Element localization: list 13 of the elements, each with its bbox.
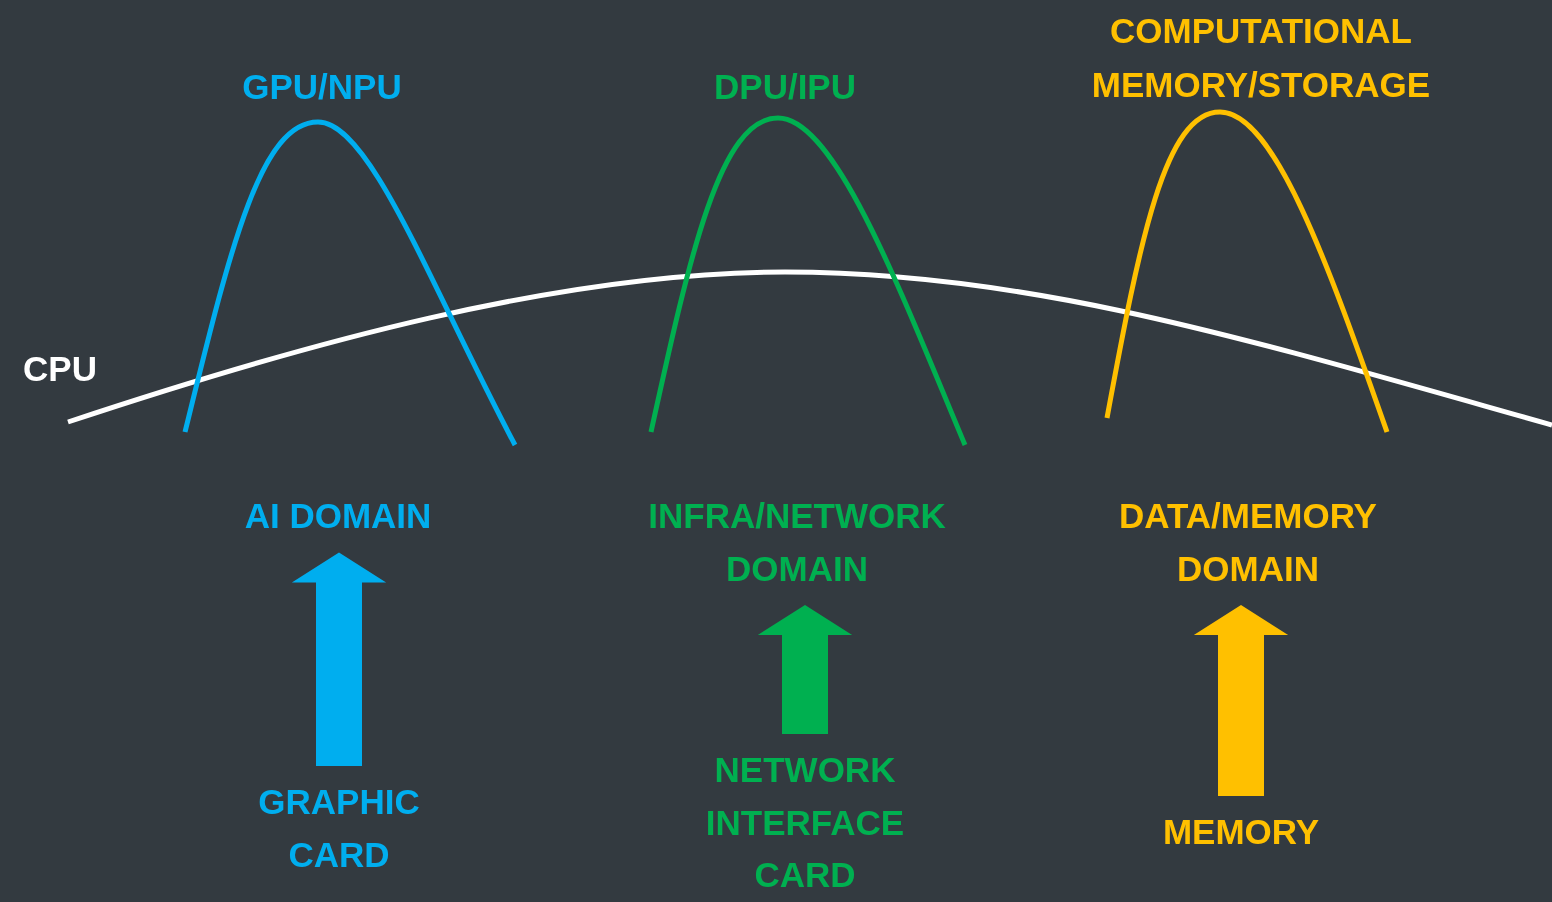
domain-label: GRAPHIC CARD — [258, 782, 420, 874]
block-arrow — [291, 552, 387, 766]
curve-label: GPU/NPU — [242, 67, 402, 106]
block-arrow — [757, 605, 853, 734]
block-arrow — [1193, 605, 1289, 796]
domain-label: MEMORY — [1162, 812, 1320, 851]
domain-label: DATA/MEMORY DOMAIN — [1119, 496, 1377, 588]
domain-label: INFRA/NETWORK DOMAIN — [648, 496, 946, 588]
domain-label: AI DOMAIN — [244, 496, 432, 535]
curve-label: DPU/IPU — [714, 67, 856, 106]
curve-label: COMPUTATIONAL MEMORY/STORAGE — [1091, 11, 1431, 105]
curve-label: CPU — [23, 349, 97, 388]
domain-label: NETWORK INTERFACE CARD — [705, 750, 905, 894]
